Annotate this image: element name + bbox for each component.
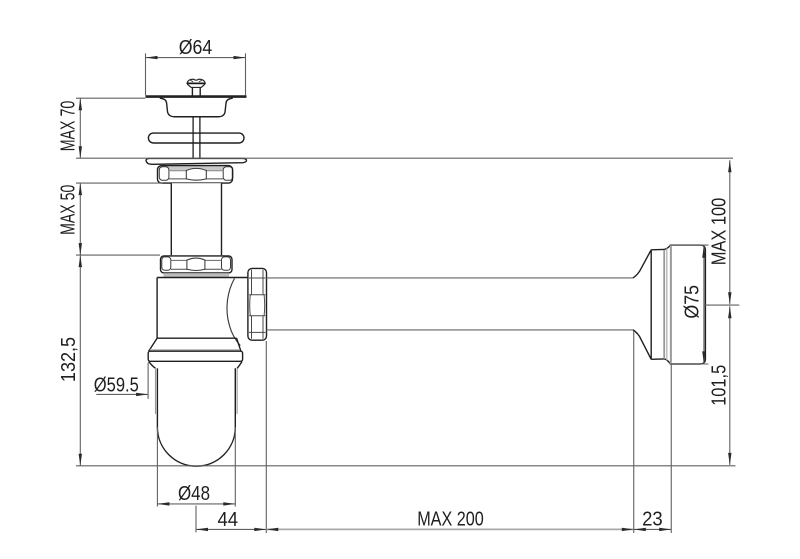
svg-text:MAX 100: MAX 100: [709, 198, 731, 266]
svg-text:23: 23: [642, 509, 663, 531]
svg-text:MAX 200: MAX 200: [417, 509, 484, 531]
svg-text:MAX 70: MAX 70: [58, 101, 80, 152]
svg-text:Ø48: Ø48: [178, 483, 210, 505]
svg-text:132,5: 132,5: [58, 337, 80, 382]
svg-text:MAX 50: MAX 50: [58, 185, 80, 235]
svg-text:Ø59.5: Ø59.5: [94, 375, 139, 397]
svg-text:Ø75: Ø75: [682, 285, 704, 319]
svg-text:101,5: 101,5: [709, 365, 731, 406]
svg-text:44: 44: [218, 509, 239, 531]
svg-text:Ø64: Ø64: [179, 37, 213, 59]
